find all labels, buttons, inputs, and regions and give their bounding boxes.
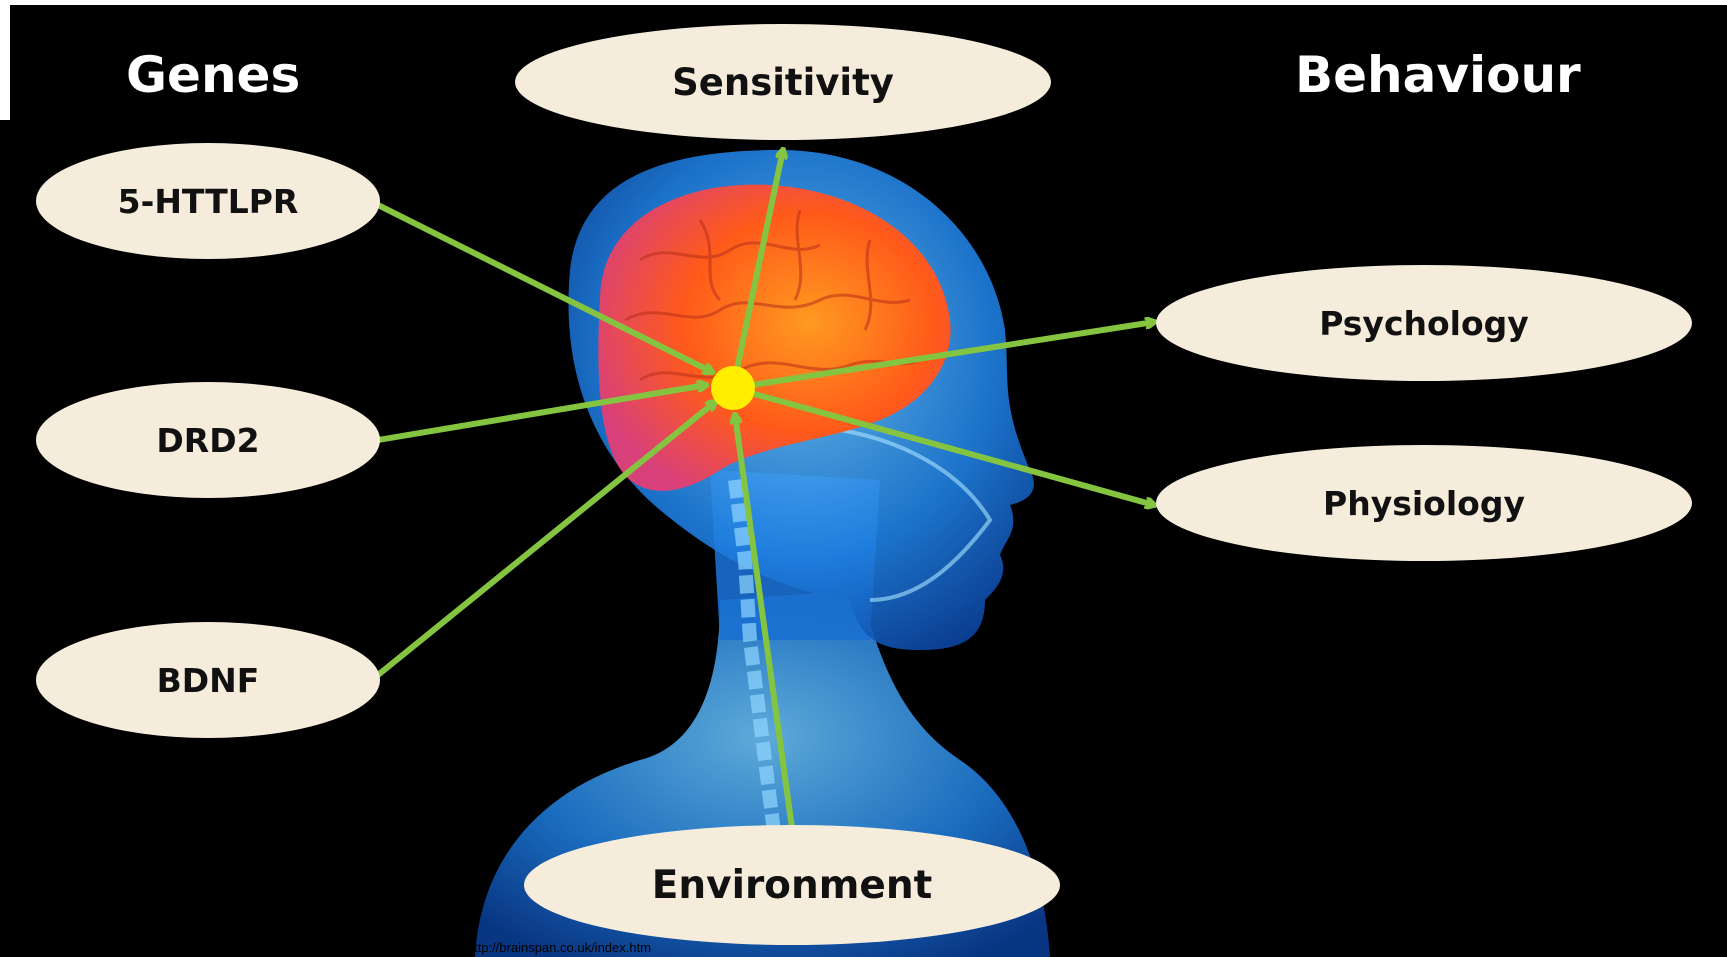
httlpr-node: 5-HTTLPR (36, 143, 380, 259)
background-notch (0, 120, 10, 957)
psychology-node: Psychology (1156, 265, 1692, 381)
hub-dot (711, 366, 755, 410)
environment-node: Environment (524, 825, 1060, 945)
drd2-node: DRD2 (36, 382, 380, 498)
behaviour-heading: Behaviour (1295, 50, 1581, 100)
sensitivity-node: Sensitivity (515, 24, 1051, 140)
bdnf-node: BDNF (36, 622, 380, 738)
physiology-node: Physiology (1156, 445, 1692, 561)
genes-heading: Genes (126, 50, 300, 100)
image-credit: ttp://brainspan.co.uk/index.htm (474, 940, 651, 955)
